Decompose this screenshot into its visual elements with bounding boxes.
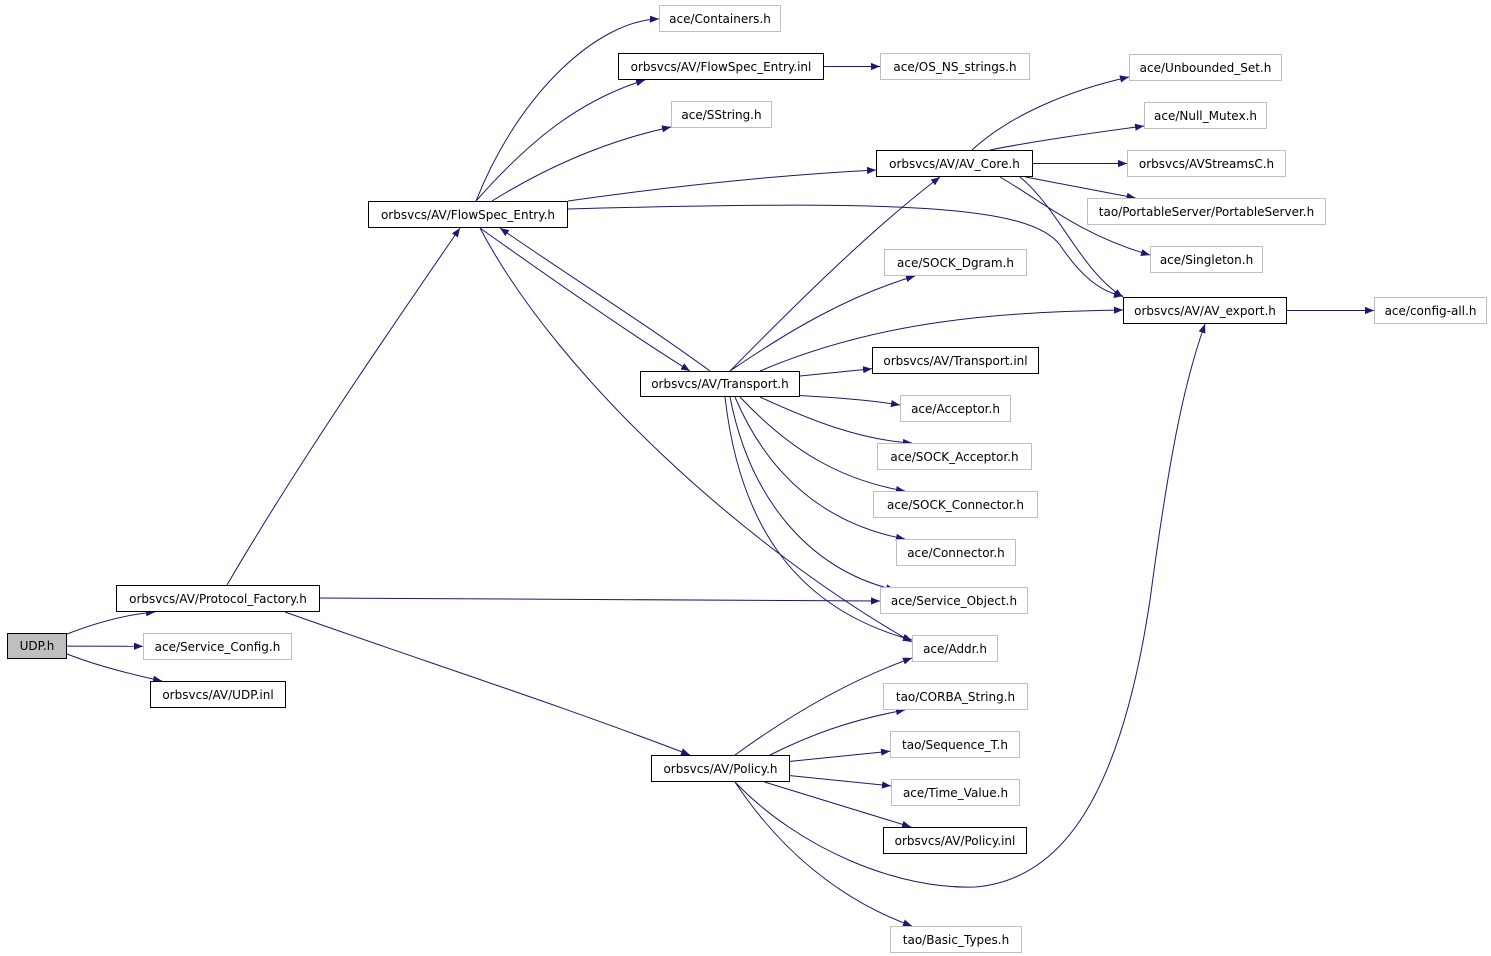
node-policy-h[interactable]: orbsvcs/AV/Policy.h xyxy=(651,755,790,782)
edge-policy_h-to-av_export_h xyxy=(734,323,1206,888)
node-containers-h[interactable]: ace/Containers.h xyxy=(659,5,781,32)
node-flowspec-entry-h[interactable]: orbsvcs/AV/FlowSpec_Entry.h xyxy=(368,201,568,228)
edge-transport_h-to-service_object_h xyxy=(729,396,896,592)
edge-udp_h-to-udp_inl xyxy=(66,653,163,683)
node-flowspec-entry-inl[interactable]: orbsvcs/AV/FlowSpec_Entry.inl xyxy=(618,53,824,80)
edge-policy_h-to-time_value_h xyxy=(789,775,892,789)
node-udp-h[interactable]: UDP.h xyxy=(7,633,67,659)
edge-udp_h-to-protocol_factory_h xyxy=(66,609,156,635)
edge-flowspec_entry_h-to-sstring_h xyxy=(491,125,672,202)
node-unbounded-set-h[interactable]: ace/Unbounded_Set.h xyxy=(1129,54,1282,81)
node-av-export-h[interactable]: orbsvcs/AV/AV_export.h xyxy=(1123,297,1287,324)
node-sstring-h[interactable]: ace/SString.h xyxy=(671,101,772,128)
edge-av_core_h-to-unbounded_set_h xyxy=(971,75,1130,151)
node-null-mutex-h[interactable]: ace/Null_Mutex.h xyxy=(1144,102,1267,129)
edge-transport_h-to-addr_h xyxy=(724,396,913,642)
edge-transport_h-to-av_core_h xyxy=(729,176,941,372)
node-os-ns-strings-h[interactable]: ace/OS_NS_strings.h xyxy=(880,53,1030,80)
edge-flowspec_entry_h-to-addr_h xyxy=(479,227,913,643)
edge-flowspec_entry_h-to-av_core_h xyxy=(567,166,877,202)
edge-transport_h-to-sock_connector_h xyxy=(739,396,906,494)
edge-av_core_h-to-av_export_h xyxy=(1019,176,1124,298)
edge-transport_h-to-connector_h xyxy=(734,396,906,541)
node-sock-connector-h[interactable]: ace/SOCK_Connector.h xyxy=(873,491,1038,518)
node-time-value-h[interactable]: ace/Time_Value.h xyxy=(891,779,1020,806)
node-portableserver-h[interactable]: tao/PortableServer/PortableServer.h xyxy=(1087,198,1326,225)
edge-flowspec_entry_h-to-flowspec_entry_inl xyxy=(475,79,646,202)
node-transport-inl[interactable]: orbsvcs/AV/Transport.inl xyxy=(872,347,1039,374)
node-service-object-h[interactable]: ace/Service_Object.h xyxy=(880,587,1028,614)
edge-av_core_h-to-singleton_h xyxy=(999,176,1151,256)
edge-flowspec_entry_h-to-containers_h xyxy=(475,15,660,202)
edge-policy_h-to-policy_inl xyxy=(764,781,912,828)
edge-policy_h-to-sequence_t_h xyxy=(789,748,891,762)
edge-policy_h-to-corba_string_h xyxy=(769,708,906,756)
node-singleton-h[interactable]: ace/Singleton.h xyxy=(1150,246,1263,273)
node-basic-types-h[interactable]: tao/Basic_Types.h xyxy=(890,926,1022,953)
edge-protocol_factory_h-to-policy_h xyxy=(284,611,691,756)
node-sock-acceptor-h[interactable]: ace/SOCK_Acceptor.h xyxy=(877,443,1032,470)
edge-protocol_factory_h-to-service_object_h xyxy=(319,597,881,605)
node-sock-dgram-h[interactable]: ace/SOCK_Dgram.h xyxy=(884,249,1027,276)
node-connector-h[interactable]: ace/Connector.h xyxy=(896,539,1016,566)
edge-transport_h-to-transport_inl xyxy=(799,366,873,377)
edge-transport_h-to-sock_acceptor_h xyxy=(759,396,913,447)
edge-policy_h-to-addr_h xyxy=(734,657,913,756)
node-protocol-factory-h[interactable]: orbsvcs/AV/Protocol_Factory.h xyxy=(116,585,320,612)
node-policy-inl[interactable]: orbsvcs/AV/Policy.inl xyxy=(883,827,1027,854)
edge-transport_h-to-flowspec_entry_h xyxy=(499,227,711,372)
edge-flowspec_entry_h-to-transport_h xyxy=(479,227,691,372)
edge-policy_h-to-basic_types_h xyxy=(734,781,913,927)
edge-protocol_factory_h-to-flowspec_entry_h xyxy=(226,227,461,586)
edge-transport_h-to-acceptor_h xyxy=(789,394,901,408)
edge-transport_h-to-sock_dgram_h xyxy=(729,275,916,372)
node-av-core-h[interactable]: orbsvcs/AV/AV_Core.h xyxy=(876,150,1033,177)
edge-flowspec_entry_h-to-av_export_h xyxy=(567,204,1124,298)
node-service-config-h[interactable]: ace/Service_Config.h xyxy=(143,633,292,660)
node-config-all-h[interactable]: ace/config-all.h xyxy=(1374,297,1487,324)
edge-av_core_h-to-portableserver_h xyxy=(1025,176,1136,200)
node-addr-h[interactable]: ace/Addr.h xyxy=(912,635,998,662)
edge-av_core_h-to-null_mutex_h xyxy=(989,123,1145,151)
node-corba-string-h[interactable]: tao/CORBA_String.h xyxy=(883,683,1028,710)
node-udp-inl[interactable]: orbsvcs/AV/UDP.inl xyxy=(150,681,286,708)
node-acceptor-h[interactable]: ace/Acceptor.h xyxy=(900,395,1011,422)
node-transport-h[interactable]: orbsvcs/AV/Transport.h xyxy=(640,371,800,397)
node-avstreamsc-h[interactable]: orbsvcs/AVStreamsC.h xyxy=(1127,150,1286,177)
edge-transport_h-to-av_export_h xyxy=(759,306,1124,372)
node-sequence-t-h[interactable]: tao/Sequence_T.h xyxy=(890,731,1020,758)
